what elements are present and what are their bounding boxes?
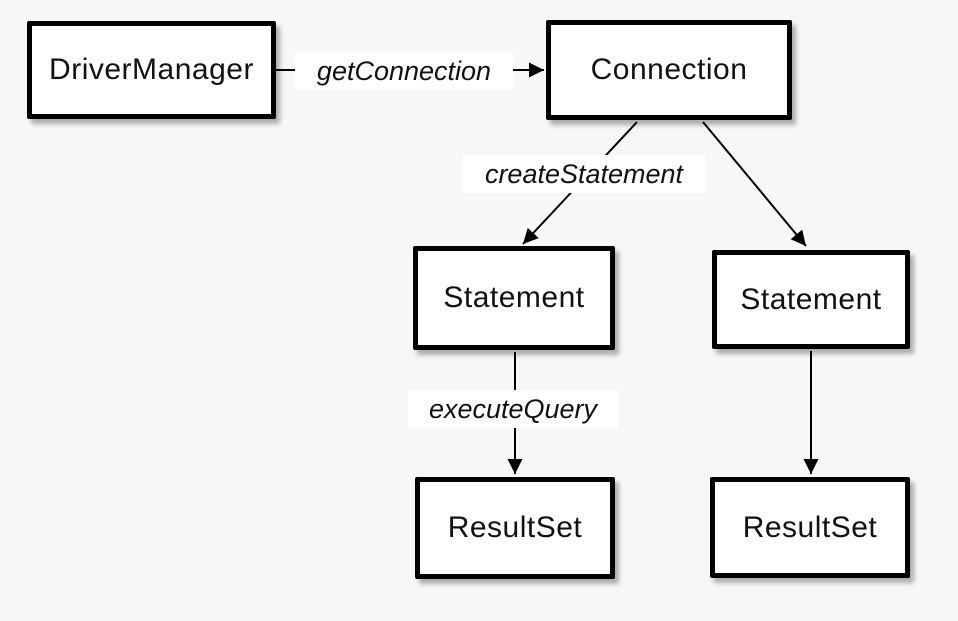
node-connection: Connection xyxy=(546,20,792,120)
node-resultset-left-label: ResultSet xyxy=(447,511,583,544)
node-resultset-left: ResultSet xyxy=(415,477,615,579)
node-statement-right: Statement xyxy=(712,250,910,349)
node-statement-right-label: Statement xyxy=(740,282,882,316)
edge-label-executequery: executeQuery xyxy=(408,390,618,428)
node-resultset-right-label: ResultSet xyxy=(742,510,878,544)
node-resultset-right: ResultSet xyxy=(710,477,910,578)
edge-connection-statement-right-line xyxy=(702,121,807,247)
node-connection-label: Connection xyxy=(590,53,748,86)
node-statement-left-label: Statement xyxy=(443,281,585,314)
edge-label-getconnection: getConnection xyxy=(295,52,513,90)
node-driver-manager-label: DriverManager xyxy=(49,53,254,86)
node-driver-manager: DriverManager xyxy=(27,21,276,119)
edge-label-createstatement: createStatement xyxy=(463,155,705,193)
node-statement-left: Statement xyxy=(413,246,615,350)
